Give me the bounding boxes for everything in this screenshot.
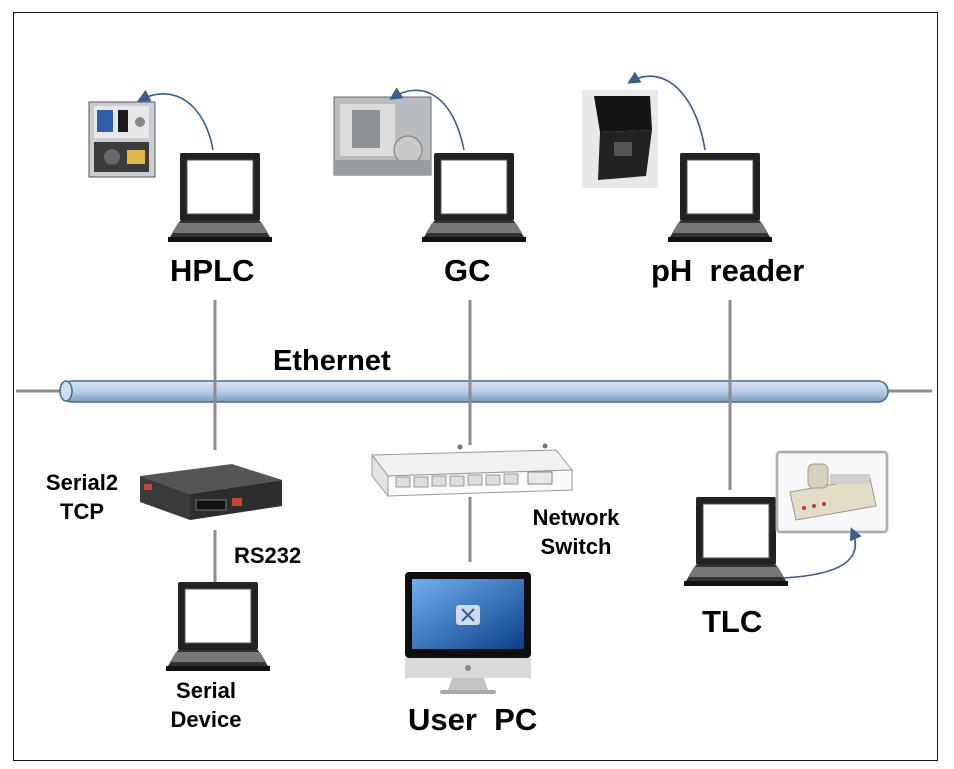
ethernet-label: Ethernet — [273, 345, 391, 377]
hplc-label: HPLC — [170, 253, 255, 288]
gc-arrow — [389, 87, 465, 151]
laptop-icon-serial-device — [166, 582, 270, 671]
hplc-arrow — [137, 89, 214, 151]
link-lines — [213, 300, 732, 585]
ph-reader-image — [582, 90, 658, 188]
ethernet-backbone — [16, 380, 932, 403]
network-switch-label-line2: Switch — [540, 534, 612, 559]
laptop-icon-hplc — [168, 153, 272, 242]
laptop-icon-gc — [422, 153, 526, 242]
serial-device-label: Serial Device — [148, 676, 264, 734]
rs232-label: RS232 — [234, 543, 302, 568]
serial2tcp-label-line2: TCP — [60, 499, 104, 524]
serial-device-label-line1: Serial — [176, 678, 236, 703]
user-pc-imac-icon — [405, 572, 531, 694]
serial2tcp-device-image — [140, 464, 282, 520]
tlc-label: TLC — [702, 604, 763, 639]
tlc-instrument-image — [775, 450, 889, 534]
laptop-icon-tlc — [684, 497, 788, 586]
serial2tcp-label-line1: Serial2 — [45, 470, 119, 495]
laptop-icon-ph-reader — [668, 153, 772, 242]
user-pc-label: User PC — [408, 702, 538, 737]
hplc-instrument-image — [88, 101, 156, 178]
network-switch-image — [371, 443, 574, 498]
serial2tcp-label: Serial2 TCP — [36, 468, 128, 526]
serial-device-label-line2: Device — [170, 707, 242, 732]
tlc-arrow — [782, 527, 862, 579]
ph-reader-label: pH reader — [651, 253, 805, 288]
ph-arrow — [627, 71, 706, 151]
gc-instrument-image — [333, 96, 432, 176]
network-switch-label: Network Switch — [514, 503, 638, 561]
network-switch-label-line1: Network — [532, 505, 620, 530]
connection-arrows — [137, 71, 862, 579]
gc-label: GC — [444, 253, 491, 288]
